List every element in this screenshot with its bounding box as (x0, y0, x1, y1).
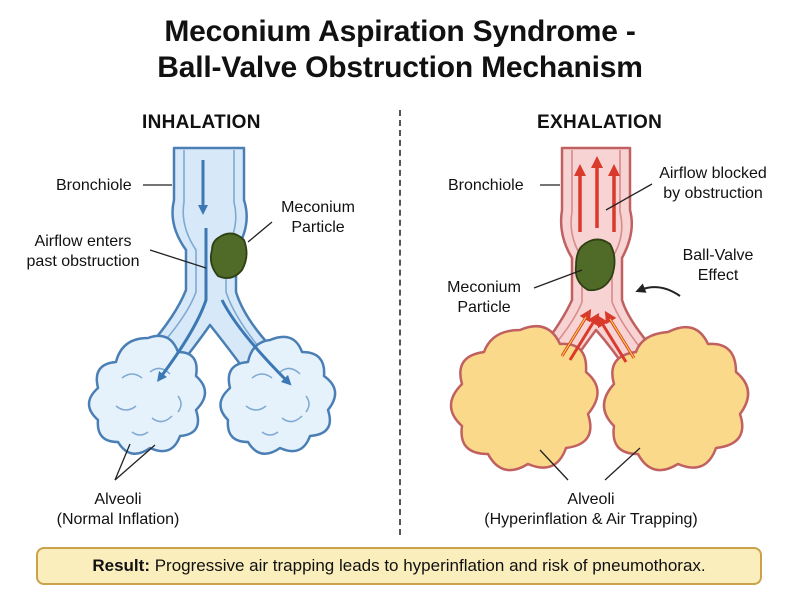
left-meconium-particle (209, 232, 248, 279)
right-blocked-line-2: by obstruction (663, 185, 763, 202)
inhalation-heading: INHALATION (142, 112, 261, 133)
left-alveoli-texture (115, 367, 310, 436)
left-alveoli-cluster-left (87, 334, 207, 455)
right-particle-label: Meconium Particle (436, 278, 532, 318)
right-particle-line-1: Meconium (447, 279, 521, 296)
right-blocked-arrows (574, 156, 620, 232)
result-box: Result: Progressive air trapping leads t… (36, 547, 762, 585)
right-blocked-label: Airflow blocked by obstruction (648, 164, 778, 204)
exhalation-heading: EXHALATION (537, 112, 663, 133)
left-alveoli-cluster-right (219, 335, 337, 455)
right-valve-label: Ball-Valve Effect (668, 246, 768, 286)
right-alveoli-cluster-left (449, 325, 599, 472)
left-alveoli-label: Alveoli (Normal Inflation) (30, 490, 206, 530)
result-label: Result: (92, 556, 150, 575)
panel-divider (399, 110, 401, 535)
left-leader-lines (114, 184, 273, 481)
right-exhale-arrow-highlights (561, 316, 635, 359)
left-alveoli-line-1: Alveoli (94, 491, 142, 508)
right-alveoli-cluster-right (602, 325, 750, 472)
right-meconium-particle (574, 238, 616, 292)
left-bronchiole-label: Bronchiole (56, 177, 132, 194)
left-airflow-line-1: Airflow enters (34, 233, 132, 250)
right-leader-lines (533, 183, 653, 481)
result-text: Progressive air trapping leads to hyperi… (149, 556, 706, 575)
diagram-title: Meconium Aspiration Syndrome - Ball-Valv… (0, 14, 800, 86)
left-airflow-arrows (157, 160, 292, 386)
right-valve-line-2: Effect (697, 267, 739, 284)
left-airflow-line-2: past obstruction (26, 253, 140, 270)
right-valve-line-1: Ball-Valve (682, 247, 754, 264)
right-alveoli-line-1: Alveoli (567, 491, 615, 508)
left-particle-label: Meconium Particle (270, 198, 366, 238)
right-blocked-line-1: Airflow blocked (659, 165, 767, 182)
ball-valve-arrow (635, 283, 681, 297)
title-line-2: Ball-Valve Obstruction Mechanism (157, 51, 643, 84)
left-particle-line-2: Particle (291, 219, 345, 236)
right-alveoli-line-2: (Hyperinflation & Air Trapping) (484, 511, 698, 528)
left-alveoli-line-2: (Normal Inflation) (56, 511, 180, 528)
left-particle-line-1: Meconium (281, 199, 355, 216)
right-alveoli-label: Alveoli (Hyperinflation & Air Trapping) (466, 490, 716, 530)
right-bronchiole-label: Bronchiole (448, 177, 524, 194)
right-particle-line-2: Particle (457, 299, 511, 316)
title-line-1: Meconium Aspiration Syndrome - (164, 15, 636, 48)
left-airflow-label: Airflow enters past obstruction (20, 232, 146, 272)
